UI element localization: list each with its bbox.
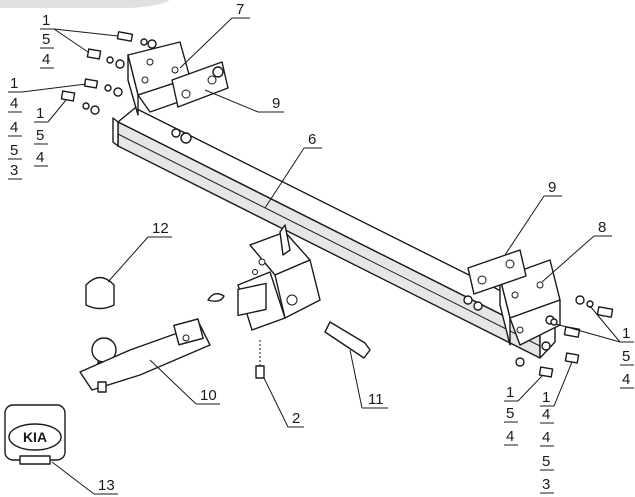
- svg-text:2: 2: [292, 410, 300, 427]
- stack-left-1: 1: [10, 75, 18, 92]
- top-bolt: [116, 31, 157, 49]
- left-bolt-a: [86, 48, 125, 69]
- stack-bottoma-3: 4: [506, 428, 514, 445]
- hitch-pin: [207, 293, 371, 359]
- label-stack-bottom-a: 1 5 4: [504, 375, 543, 446]
- part-label-9-right: 9: [504, 179, 562, 256]
- ball-mount: [79, 318, 211, 393]
- stack-bottomb-5: 3: [542, 476, 550, 493]
- stack-left-5: 3: [10, 162, 18, 179]
- svg-text:10: 10: [200, 387, 217, 404]
- stack-left-2: 4: [10, 95, 18, 112]
- svg-text:13: 13: [98, 477, 115, 494]
- svg-text:11: 11: [368, 391, 384, 408]
- part-label-10: 10: [149, 359, 220, 405]
- svg-text:6: 6: [308, 131, 316, 148]
- stack-bottoma-1: 1: [506, 384, 514, 401]
- part-label-8: 8: [541, 219, 612, 283]
- left-bolt-b: [83, 78, 123, 97]
- stack-topleft-3: 4: [42, 51, 50, 68]
- stack-bottomb-3: 4: [542, 429, 550, 446]
- svg-text:12: 12: [152, 220, 169, 237]
- part-label-11: 11: [349, 349, 388, 409]
- corner-shade: [0, 0, 170, 8]
- left-bolt-c: [60, 90, 100, 115]
- stack-right-2: 5: [622, 348, 630, 365]
- part-label-2: 2: [263, 377, 304, 428]
- svg-text:7: 7: [236, 1, 244, 18]
- stack-topleft-1: 1: [42, 12, 50, 29]
- stack-bottoma-2: 5: [506, 405, 514, 422]
- stack-right-1: 1: [622, 325, 630, 342]
- stack-bottomb-1: 1: [542, 389, 550, 406]
- part-label-9-left: 9: [204, 89, 284, 113]
- svg-text:9: 9: [548, 179, 556, 196]
- part-label-12: 12: [107, 220, 172, 283]
- label-stack-left-small: 1 5 4: [34, 99, 67, 167]
- ball-cover: [85, 276, 115, 310]
- svg-text:8: 8: [598, 219, 606, 236]
- stack-left-3: 4: [10, 119, 18, 136]
- label-stack-left: 1 4 4 5 3: [8, 75, 87, 180]
- stack-bottomb-2: 4: [542, 406, 550, 423]
- stack-topleft-2: 5: [42, 31, 50, 48]
- part-label-7: 7: [179, 1, 250, 69]
- stack-bottomb-4: 5: [542, 453, 550, 470]
- stack-leftsmall-3: 4: [36, 149, 44, 166]
- label-stack-right: 1 5 4: [555, 305, 634, 389]
- receiver-hitch: [237, 224, 321, 331]
- crossbar: [112, 107, 556, 359]
- label-stack-topleft: 1 5 4: [40, 12, 119, 69]
- stack-right-3: 4: [622, 371, 630, 388]
- bottom-bolts: [463, 295, 580, 378]
- label-stack-bottom-b: 1 4 4 5 3: [540, 361, 573, 494]
- kia-plate: KIA: [4, 404, 66, 465]
- part-label-6: 6: [264, 131, 322, 209]
- part-label-13: 13: [51, 461, 118, 495]
- stack-left-4: 5: [10, 142, 18, 159]
- crossbar-nuts-left: [171, 66, 224, 144]
- svg-text:9: 9: [272, 95, 280, 112]
- bottom-bolt-2: [255, 340, 265, 379]
- right-plate: [467, 249, 527, 295]
- stack-leftsmall-2: 5: [36, 127, 44, 144]
- kia-logo-text: KIA: [23, 429, 47, 445]
- stack-leftsmall-1: 1: [36, 105, 44, 122]
- right-bolts: [545, 295, 614, 338]
